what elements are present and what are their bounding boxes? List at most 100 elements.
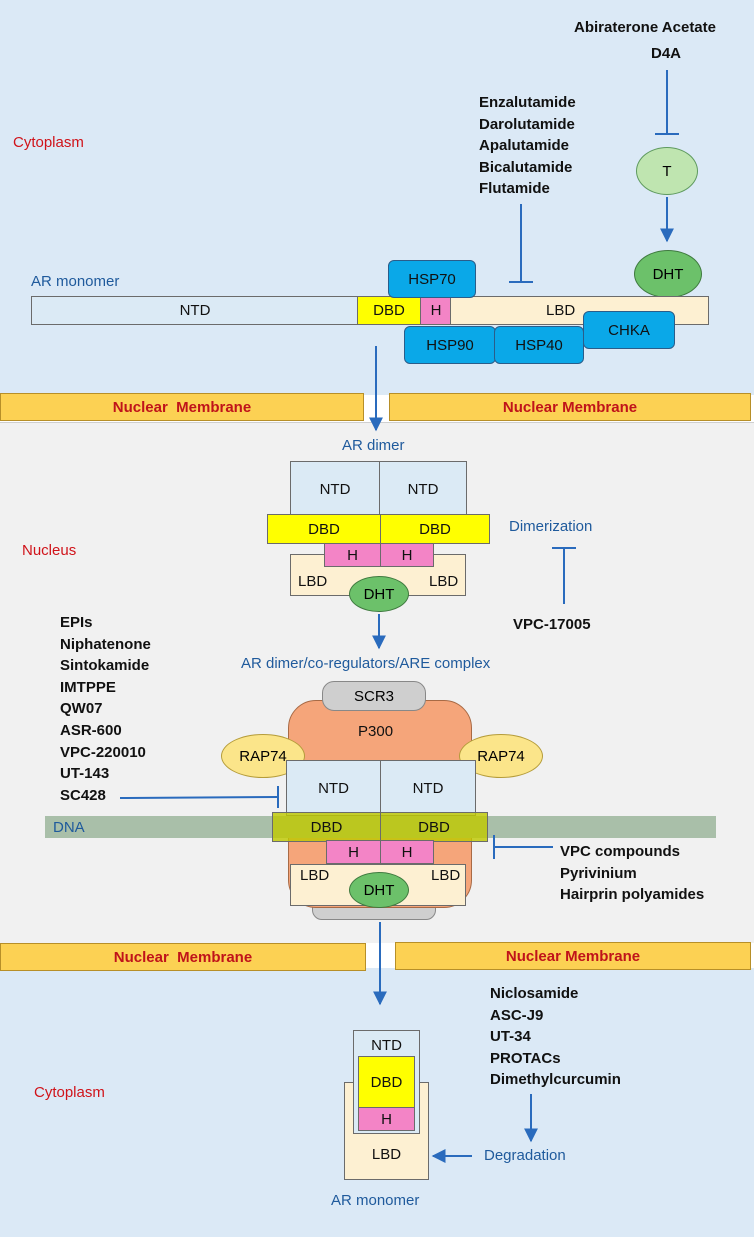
drug-hairprin-polyamides: Hairprin polyamides: [560, 886, 705, 904]
drug-protacs: PROTACs: [490, 1049, 561, 1067]
dbd-inhibitor-list: VPC compounds Pyrivinium Hairprin polyam…: [560, 841, 704, 906]
drug-enzalutamide: Enzalutamide: [479, 94, 576, 111]
rap74-label: RAP74: [477, 747, 525, 765]
lbd-label: LBD: [371, 1146, 402, 1163]
antiandrogen-list: Enzalutamide Darolutamide Apalutamide Bi…: [479, 92, 576, 200]
drug-pyrivinium: Pyrivinium: [560, 864, 637, 882]
cytoplasm-top-label: Cytoplasm: [13, 134, 84, 151]
drug-dimethylcurcumin: Dimethylcurcumin: [490, 1071, 621, 1089]
complex-dht: DHT: [349, 872, 409, 908]
dbd-label: DBD: [308, 520, 340, 538]
hsp70-label: HSP70: [408, 270, 456, 288]
nuclear-membrane-top-left: Nuclear Membrane: [0, 393, 364, 421]
h-label: H: [401, 843, 413, 861]
ntd-inhibition-line: [119, 796, 279, 799]
dimer-dht: DHT: [349, 576, 409, 612]
drug-darolutamide: Darolutamide: [479, 115, 575, 133]
h-label: H: [381, 1110, 392, 1128]
ar-dbd-top: DBD: [357, 296, 421, 325]
nuclear-membrane-top-right: Nuclear Membrane: [389, 393, 751, 421]
scr3-label: SCR3: [353, 687, 394, 705]
dimer-h-right: H: [380, 543, 434, 567]
ntd-label: NTD: [318, 779, 349, 797]
h-label: H: [401, 546, 413, 564]
dht-top-label: DHT: [652, 265, 684, 283]
drug-asc-j9: ASC-J9: [490, 1006, 544, 1024]
dbd-label: DBD: [370, 1073, 403, 1091]
h-label: H: [430, 302, 442, 319]
ntd-inhibitor-list: EPIs Niphatenone Sintokamide IMTPPE QW07…: [60, 612, 151, 806]
vpc-17005-label: VPC-17005: [513, 616, 591, 633]
drug-flutamide: Flutamide: [479, 180, 550, 198]
rap74-label: RAP74: [239, 747, 287, 765]
dna-label: DNA: [53, 819, 85, 836]
bottom-ar-hinge: H: [358, 1107, 415, 1131]
chka-box: CHKA: [583, 311, 675, 349]
hsp90-box: HSP90: [404, 326, 496, 364]
ntd-label: NTD: [319, 480, 351, 498]
dbd-label: DBD: [418, 818, 450, 836]
nuclear-membrane-bottom-right: Nuclear Membrane: [395, 942, 751, 970]
drug-ut-143: UT-143: [60, 765, 110, 783]
complex-h-left: H: [326, 840, 381, 864]
complex-dbd-right: DBD: [380, 812, 488, 842]
dimer-lbd-right-label: LBD: [429, 573, 459, 590]
drug-vpc-compounds: VPC compounds: [560, 843, 681, 860]
drug-imtppe: IMTPPE: [60, 678, 116, 696]
dimer-ntd-left: NTD: [290, 461, 380, 517]
t-label: T: [662, 162, 672, 180]
d4a-label: D4A: [651, 45, 682, 62]
ntd-label: NTD: [407, 480, 439, 498]
complex-dbd-left: DBD: [272, 812, 381, 842]
rap74-left: RAP74: [221, 734, 305, 778]
hsp40-label: HSP40: [515, 336, 563, 354]
drug-bicalutamide: Bicalutamide: [479, 158, 573, 176]
drug-ut-34: UT-34: [490, 1028, 531, 1046]
hsp90-label: HSP90: [426, 336, 474, 354]
dbd-label: DBD: [310, 818, 343, 836]
drug-niphatenone: Niphatenone: [60, 635, 151, 653]
drug-asr-600: ASR-600: [60, 721, 122, 739]
dimer-dbd-right: DBD: [380, 514, 490, 544]
ar-monomer-bottom-label: AR monomer: [331, 1192, 420, 1209]
chka-label: CHKA: [608, 321, 650, 339]
dht-label: DHT: [363, 881, 395, 899]
ar-lbd-top: LBD: [450, 296, 709, 325]
dht-top: DHT: [634, 250, 702, 298]
dimer-h-left: H: [324, 543, 381, 567]
nucleus-label: Nucleus: [22, 542, 77, 559]
complex-ntd-right: NTD: [380, 760, 476, 816]
complex-h-right: H: [380, 840, 434, 864]
degradation-label: Degradation: [484, 1147, 566, 1164]
testosterone-t: T: [636, 147, 698, 195]
hsp40-box: HSP40: [494, 326, 584, 364]
ntd-label: NTD: [412, 779, 444, 797]
drug-sc428: SC428: [60, 786, 106, 804]
drug-vpc-220010: VPC-220010: [60, 743, 146, 761]
dimerization-label: Dimerization: [509, 518, 593, 535]
scr3-box: SCR3: [322, 681, 426, 711]
dht-label: DHT: [363, 585, 395, 603]
lbd-label: LBD: [546, 302, 576, 319]
nuclear-membrane-bottom-left: Nuclear Membrane: [0, 943, 366, 971]
dbd-label: DBD: [419, 520, 451, 538]
h-label: H: [347, 546, 358, 564]
degrader-list: Niclosamide ASC-J9 UT-34 PROTACs Dimethy…: [490, 983, 621, 1091]
dbd-label: DBD: [373, 302, 405, 319]
cytoplasm-bottom-label: Cytoplasm: [34, 1084, 105, 1101]
complex-lbd-left-label: LBD: [300, 867, 330, 884]
complex-lbd-right-label: LBD: [431, 867, 461, 884]
hsp70-box: HSP70: [388, 260, 476, 298]
h-label: H: [348, 843, 359, 861]
ntd-label: NTD: [371, 1037, 402, 1054]
p300-label: P300: [358, 723, 394, 740]
ar-dimer-label: AR dimer: [342, 437, 405, 454]
drug-apalutamide: Apalutamide: [479, 137, 570, 155]
ar-monomer-top-label: AR monomer: [31, 273, 120, 290]
ntd-label: NTD: [179, 302, 211, 319]
drug-qw07: QW07: [60, 700, 103, 718]
drug-sintokamide: Sintokamide: [60, 657, 150, 675]
dimer-lbd-left-label: LBD: [298, 573, 328, 590]
drug-epis: EPIs: [60, 614, 93, 631]
